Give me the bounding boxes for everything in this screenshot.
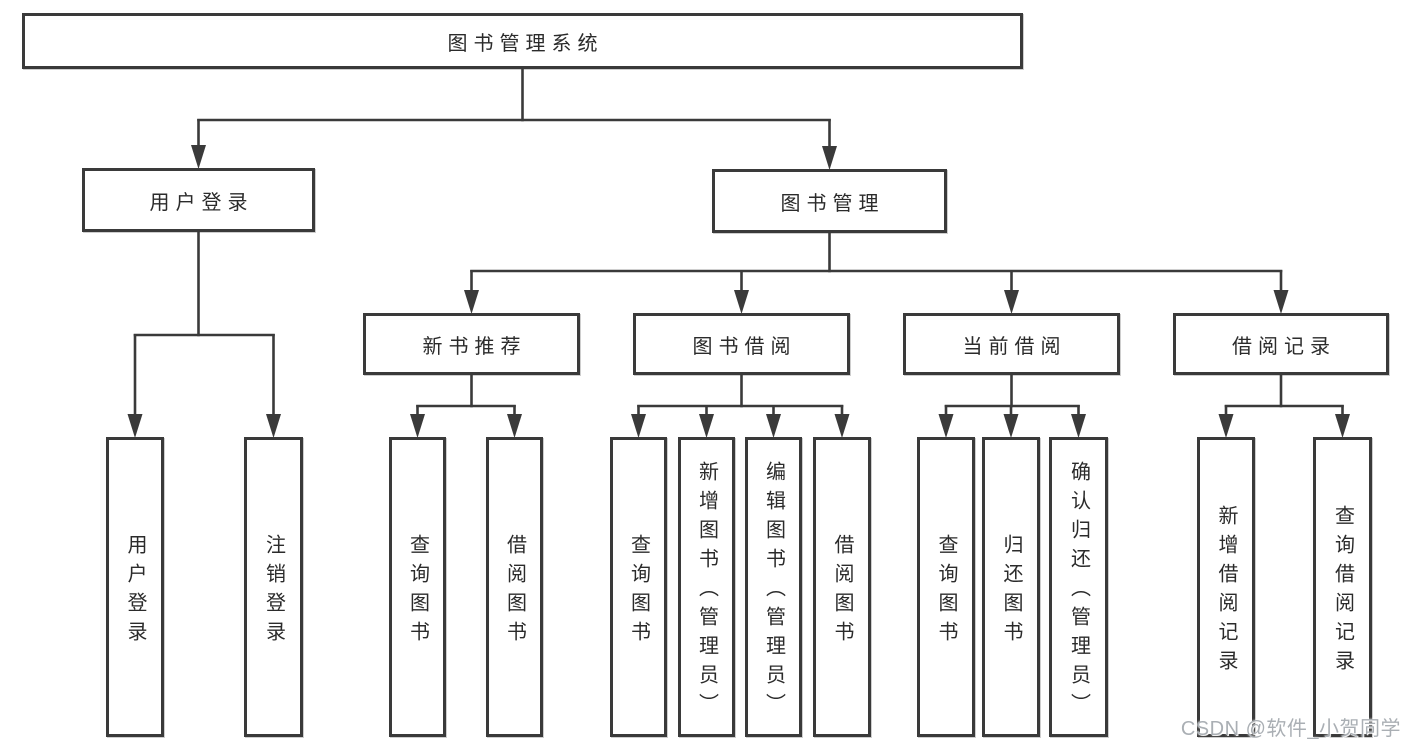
node-label: 查询图书 [406, 533, 429, 650]
node-label: 确认归还（管理员） [1067, 461, 1090, 722]
node-label: 图书借阅 [692, 335, 797, 358]
node-leaf-borrow-book-2: 借阅图书 [813, 437, 871, 737]
node-label: 查询图书 [627, 533, 650, 650]
node-borrow-records: 借阅记录 [1173, 313, 1389, 375]
node-leaf-confirm-return: 确认归还（管理员） [1049, 437, 1108, 737]
node-label: 借阅记录 [1232, 335, 1336, 358]
node-label: 用户登录 [149, 191, 254, 214]
node-leaf-query-book-2: 查询图书 [610, 437, 667, 737]
node-new-book-rec: 新书推荐 [363, 313, 580, 375]
node-label: 借阅图书 [503, 533, 526, 650]
node-label: 新书推荐 [422, 335, 527, 358]
node-label: 图书管理 [780, 192, 885, 215]
node-label: 新增借阅记录 [1215, 504, 1237, 679]
node-leaf-query-book-3: 查询图书 [917, 437, 975, 737]
node-book-mgmt: 图书管理 [712, 169, 947, 233]
node-leaf-edit-book: 编辑图书（管理员） [745, 437, 802, 737]
node-label: 借阅图书 [831, 533, 853, 650]
node-leaf-query-book-1: 查询图书 [389, 437, 446, 737]
node-label: 查询借阅记录 [1331, 504, 1354, 679]
node-leaf-return-book: 归还图书 [982, 437, 1040, 737]
node-label: 编辑图书（管理员） [762, 461, 785, 722]
node-label: 新增图书（管理员） [695, 461, 718, 722]
node-leaf-add-borrow-record: 新增借阅记录 [1197, 437, 1255, 737]
csdn-watermark: CSDN @软件_小贺同学 [1180, 718, 1401, 740]
node-root: 图书管理系统 [22, 13, 1023, 69]
node-label: 当前借阅 [962, 335, 1067, 358]
node-leaf-query-borrow-record: 查询借阅记录 [1313, 437, 1372, 737]
node-label: 注销登录 [262, 533, 285, 650]
node-label: 查询图书 [935, 533, 957, 650]
node-label: 用户登录 [124, 533, 146, 650]
node-current-borrow: 当前借阅 [903, 313, 1120, 375]
node-leaf-borrow-book-1: 借阅图书 [486, 437, 543, 737]
node-label: 归还图书 [1000, 533, 1022, 650]
node-leaf-logout: 注销登录 [244, 437, 303, 737]
node-user-login: 用户登录 [82, 168, 315, 232]
node-leaf-user-login: 用户登录 [106, 437, 164, 737]
node-label: 图书管理系统 [447, 32, 604, 55]
node-leaf-add-book: 新增图书（管理员） [678, 437, 735, 737]
node-book-borrow: 图书借阅 [633, 313, 850, 375]
